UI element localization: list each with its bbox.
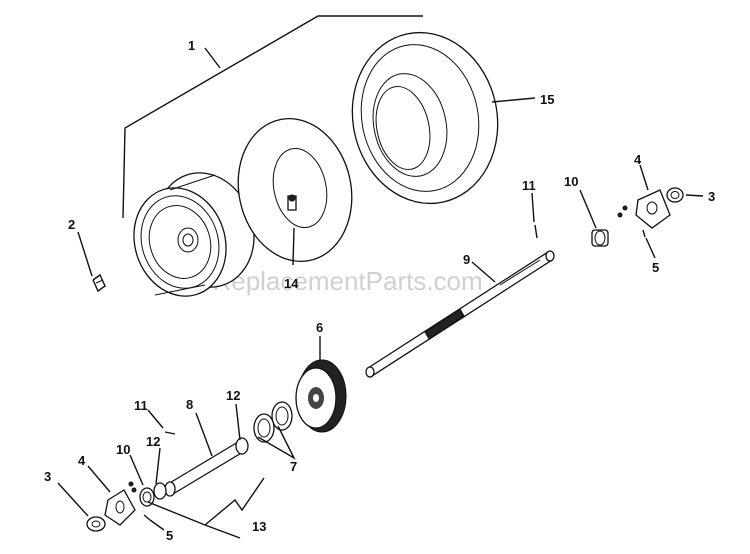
callout-13: 13 bbox=[252, 519, 266, 534]
left-pins bbox=[143, 431, 176, 521]
leader-lines bbox=[57, 97, 704, 539]
callout-5-right: 5 bbox=[652, 260, 659, 275]
watermark: eReplacementParts.com bbox=[198, 266, 483, 296]
right-hub bbox=[617, 189, 671, 229]
washer-pair bbox=[253, 401, 293, 443]
callout-7: 7 bbox=[290, 459, 297, 474]
callout-2: 2 bbox=[68, 217, 75, 232]
idler-shaft bbox=[164, 437, 249, 497]
right-washer bbox=[666, 187, 684, 203]
callout-8: 8 bbox=[186, 397, 193, 412]
callout-5-left: 5 bbox=[166, 528, 173, 543]
callout-3-left: 3 bbox=[44, 469, 51, 484]
callout-11-left: 11 bbox=[134, 398, 148, 413]
callout-10-left: 10 bbox=[116, 442, 130, 457]
callout-6: 6 bbox=[316, 320, 323, 335]
inner-tube bbox=[237, 117, 353, 263]
wheel-rim bbox=[133, 172, 255, 297]
right-pins bbox=[534, 224, 646, 239]
callouts: 1 2 3 3 4 4 5 5 6 7 8 9 10 10 11 11 12 1… bbox=[44, 38, 715, 543]
callout-4-right: 4 bbox=[634, 152, 642, 167]
callout-11-right: 11 bbox=[522, 178, 536, 193]
callout-14: 14 bbox=[284, 276, 299, 291]
callout-1: 1 bbox=[188, 38, 195, 53]
left-hub bbox=[104, 481, 137, 526]
callout-9: 9 bbox=[463, 252, 470, 267]
left-washer bbox=[86, 516, 106, 532]
right-bushing bbox=[591, 229, 609, 247]
left-bushings bbox=[139, 482, 167, 507]
callout-12-lower: 12 bbox=[146, 434, 160, 449]
callout-15: 15 bbox=[540, 92, 554, 107]
callout-4-left: 4 bbox=[78, 453, 86, 468]
callout-12-upper: 12 bbox=[226, 388, 240, 403]
gear bbox=[295, 359, 347, 433]
callout-3-right: 3 bbox=[708, 189, 715, 204]
axle-shaft bbox=[365, 250, 555, 378]
tire bbox=[351, 31, 499, 205]
callout-1-bracket bbox=[122, 15, 423, 219]
valve-stem-part bbox=[92, 273, 106, 293]
callout-10-right: 10 bbox=[564, 174, 578, 189]
